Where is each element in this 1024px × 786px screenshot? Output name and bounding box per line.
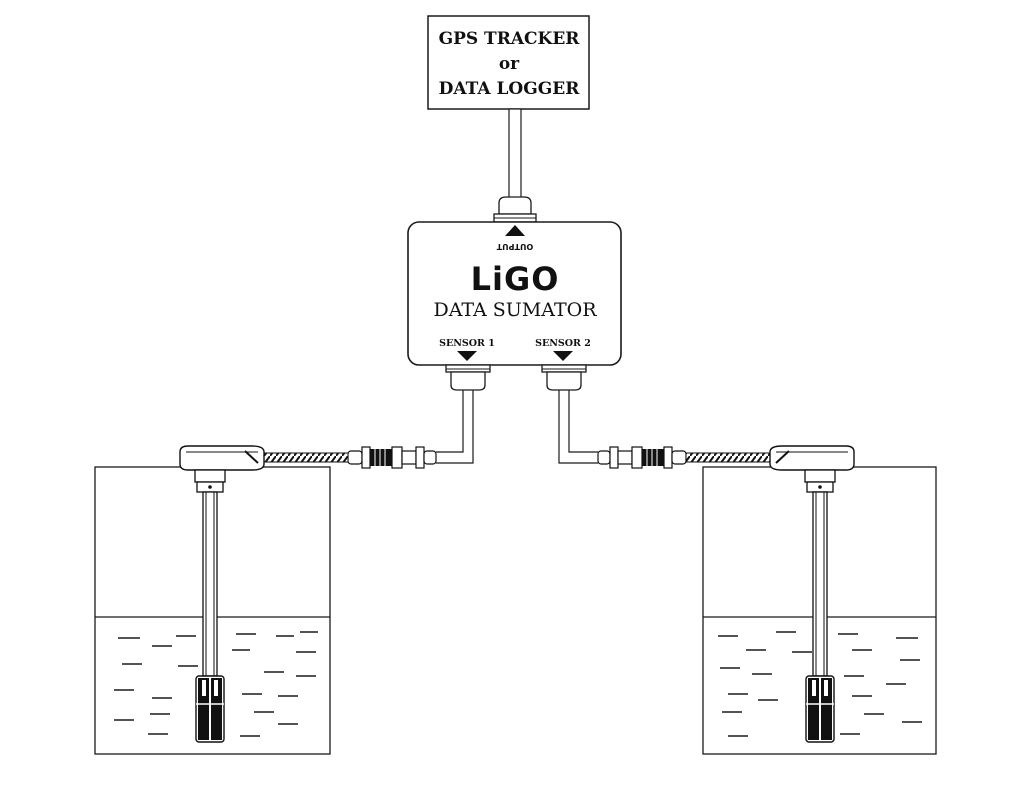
sensor2-cable — [558, 390, 598, 464]
sensor1-arrow-icon — [457, 351, 477, 361]
tracker-line2: or — [499, 54, 520, 74]
right-liquid-dashes — [718, 631, 922, 737]
right-inline-connector — [597, 446, 687, 469]
output-connector — [493, 196, 537, 223]
sensor2-label: SENSOR 2 — [535, 338, 591, 349]
left-liquid-dashes — [114, 631, 318, 737]
sensor1-label: SENSOR 1 — [439, 338, 495, 349]
sensor1-cable — [436, 390, 474, 464]
tracker-line1: GPS TRACKER — [439, 29, 581, 49]
tracker-box: GPS TRACKER or DATA LOGGER — [427, 15, 590, 110]
tracker-line3: DATA LOGGER — [439, 79, 581, 99]
data-sumator: OUTPUT LiGO DATA SUMATOR SENSOR 1 SENSOR… — [407, 221, 622, 366]
output-arrow-icon — [505, 225, 525, 236]
sensor1-port-connector — [445, 364, 491, 391]
left-braided-cable — [263, 452, 349, 463]
sensor2-port-connector — [541, 364, 587, 391]
brand-logo: LiGO — [471, 260, 560, 298]
left-inline-connector — [347, 446, 437, 469]
right-braided-cable — [685, 452, 771, 463]
output-cable — [508, 108, 522, 200]
sensor2-arrow-icon — [553, 351, 573, 361]
right-sensor-probe — [769, 445, 855, 743]
left-sensor-probe — [179, 445, 265, 743]
output-label: OUTPUT — [496, 242, 533, 251]
device-title: DATA SUMATOR — [433, 299, 597, 321]
